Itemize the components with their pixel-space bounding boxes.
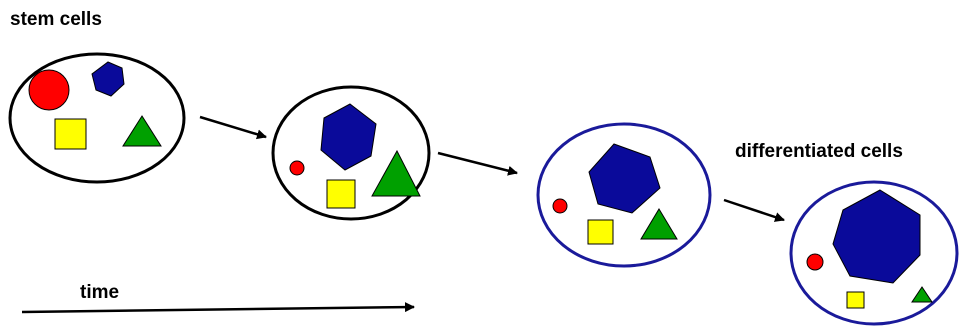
differentiated-cells-label: differentiated cells — [735, 141, 903, 162]
time-label: time — [80, 282, 119, 303]
stem-cell — [8, 52, 186, 184]
intermediate-cell — [536, 122, 712, 268]
intermediate-cell — [271, 85, 431, 221]
red-circle — [289, 160, 305, 176]
differentiated-cell — [789, 180, 959, 326]
transition-arrow — [437, 151, 518, 176]
blue-hexagon — [588, 143, 661, 214]
transition-arrow — [723, 198, 785, 222]
red-circle — [552, 198, 568, 214]
stem-cells-label: stem cells — [10, 9, 102, 30]
blue-hexagon — [320, 103, 377, 171]
transition-arrow — [199, 115, 267, 140]
time-arrow — [21, 302, 415, 314]
yellow-square — [587, 219, 614, 245]
yellow-square — [846, 291, 865, 309]
red-circle — [806, 253, 824, 271]
green-triangle — [911, 286, 933, 303]
yellow-square — [326, 179, 356, 209]
green-triangle — [640, 208, 678, 240]
blue-hexagon — [91, 61, 125, 97]
yellow-square — [54, 118, 87, 150]
red-circle — [28, 69, 70, 111]
green-triangle — [371, 149, 421, 197]
blue-hexagon — [832, 189, 921, 284]
green-triangle — [122, 115, 162, 147]
